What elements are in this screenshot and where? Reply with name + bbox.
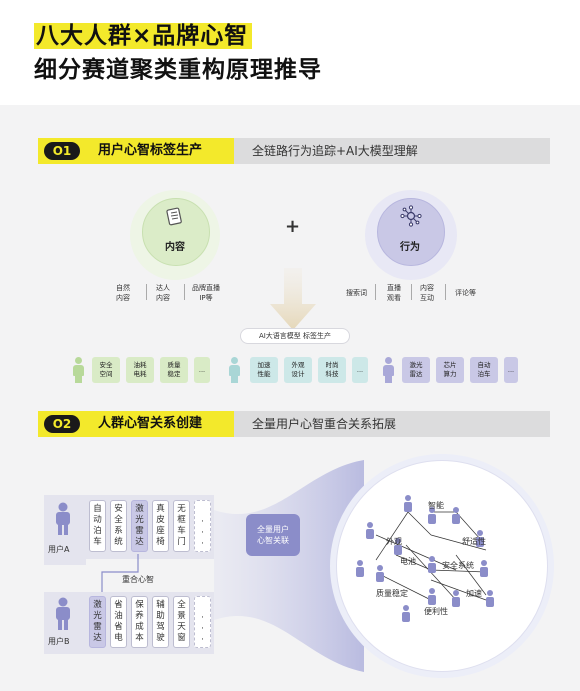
userB-tag: 全景天窗	[173, 596, 190, 648]
source-comments: 评论等	[455, 289, 476, 297]
node-smart: 智能	[428, 501, 444, 510]
divider	[184, 284, 185, 300]
node-quality: 质量稳定	[376, 589, 408, 598]
tag-lidar: 激光雷达	[402, 357, 430, 383]
section1-subtitle: 全链路行为追踪+AI大模型理解	[234, 138, 550, 164]
tag-safety-space: 安全空间	[92, 357, 120, 383]
userA-tag: 真皮座椅	[152, 500, 169, 552]
ai-model-pill: AI大语言模型 标签生产	[240, 328, 350, 344]
down-arrow-icon	[270, 268, 316, 330]
center-relation-box: 全量用户心智关联	[246, 514, 300, 556]
source-search: 搜索词	[346, 289, 367, 297]
node-convenience: 便利性	[424, 607, 448, 616]
network-circle	[336, 460, 548, 672]
source-influencer: 达人内容	[156, 284, 170, 302]
section2-badge: O2	[38, 411, 84, 437]
person-icon	[72, 357, 84, 383]
behavior-circle	[377, 198, 445, 266]
tag-fuel-consumption: 油耗电耗	[126, 357, 154, 383]
userA-tags-bg	[86, 495, 214, 559]
expansion-funnel	[214, 460, 364, 672]
userB-tag-more: ···	[194, 596, 211, 648]
node-exterior: 外观	[386, 537, 402, 546]
page-title-line1: 八大人群×品牌心智	[34, 16, 253, 50]
network-icon	[400, 205, 422, 227]
user-icon	[56, 597, 70, 630]
person-icon	[382, 357, 394, 383]
userA-tag: 无框车门	[173, 500, 190, 552]
divider	[411, 284, 412, 300]
node-comfort: 舒适性	[462, 537, 486, 546]
user-icon	[56, 502, 70, 535]
divider	[375, 284, 376, 300]
section2-subtitle: 全量用户心智重合关系拓展	[234, 411, 550, 437]
section1-badge: O1	[38, 138, 84, 164]
node-safety-system: 安全系统	[442, 561, 474, 570]
userB-tag: 省油省电	[110, 596, 127, 648]
userA-tag-overlap: 激光雷达	[131, 500, 148, 552]
tag-acceleration: 加速性能	[250, 357, 278, 383]
userB-tag: 保养成本	[131, 596, 148, 648]
divider	[445, 284, 446, 300]
plus-sign: +	[285, 216, 301, 237]
tag-more: ...	[504, 357, 518, 383]
tag-more: ...	[352, 357, 368, 383]
userA-tag: 安全系统	[110, 500, 127, 552]
userB-label: 用户B	[48, 637, 70, 646]
tag-more: ...	[194, 357, 210, 383]
tag-chip-compute: 芯片算力	[436, 357, 464, 383]
tag-quality: 质量稳定	[160, 357, 188, 383]
userA-tag-more: ···	[194, 500, 211, 552]
tag-auto-parking: 自动泊车	[470, 357, 498, 383]
divider	[146, 284, 147, 300]
behavior-label: 行为	[400, 242, 420, 253]
userB-tag: 辅助驾驶	[152, 596, 169, 648]
overlap-label: 重合心智	[122, 575, 154, 584]
document-icon	[166, 207, 182, 226]
content-label: 内容	[165, 242, 185, 253]
person-icon	[228, 357, 240, 383]
userB-tag-overlap: 激光雷达	[89, 596, 106, 648]
userA-label: 用户A	[48, 545, 70, 554]
node-acceleration: 加速	[466, 589, 482, 598]
source-live-watch: 直播观看	[387, 284, 401, 302]
node-battery: 电池	[400, 557, 416, 566]
page-title-line2: 细分赛道聚类重构原理推导	[34, 57, 322, 83]
tag-fashion-tech: 时尚科技	[318, 357, 346, 383]
userB-tags-bg	[86, 592, 214, 654]
tag-exterior-design: 外观设计	[284, 357, 312, 383]
network-graph	[356, 495, 494, 622]
overlap-connector	[101, 554, 139, 594]
source-content-interaction: 内容互动	[420, 284, 434, 302]
userA-tag: 自动泊车	[89, 500, 106, 552]
source-natural: 自然内容	[116, 284, 130, 302]
